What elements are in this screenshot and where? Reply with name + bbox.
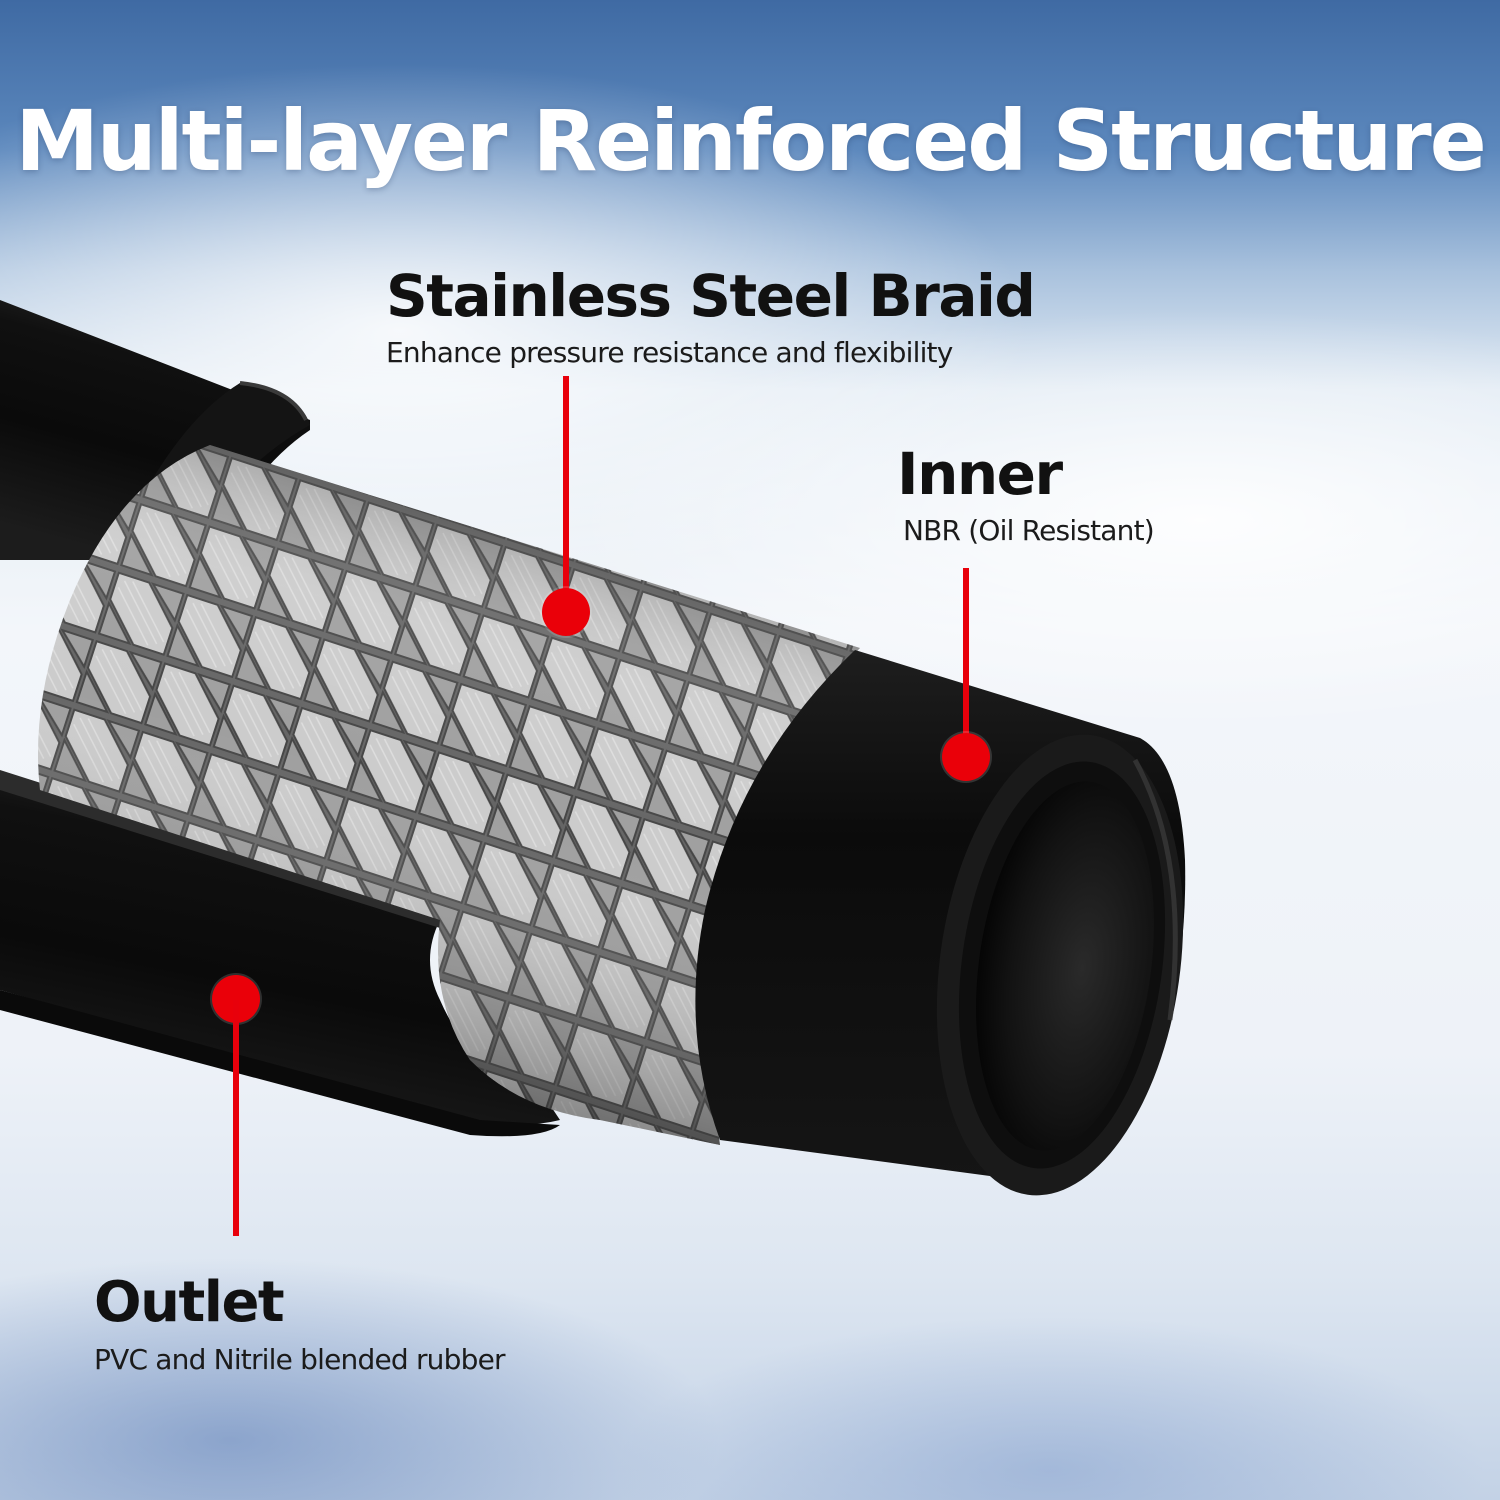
inner-heading: Inner — [897, 440, 1063, 508]
stainless-steel-braid — [38, 445, 860, 1145]
page-title: Multi-layer Reinforced Structure — [15, 92, 1486, 190]
outlet-pointer-line — [233, 1000, 239, 1236]
braid-pointer-line — [563, 376, 569, 608]
braid-pointer-dot — [542, 588, 590, 636]
outlet-heading: Outlet — [94, 1270, 285, 1335]
braid-heading: Stainless Steel Braid — [386, 262, 1036, 330]
outlet-callout: Outlet PVC and Nitrile blended rubber — [94, 1270, 506, 1376]
inner-description: NBR (Oil Resistant) — [903, 514, 1155, 547]
inner-tube — [695, 650, 1186, 1196]
inner-pointer-dot — [942, 733, 990, 781]
inner-pointer-line — [963, 568, 969, 754]
inner-callout: Inner NBR (Oil Resistant) — [897, 440, 1155, 547]
braid-callout: Stainless Steel Braid Enhance pressure r… — [386, 262, 1036, 369]
outlet-description: PVC and Nitrile blended rubber — [94, 1343, 506, 1376]
braid-description: Enhance pressure resistance and flexibil… — [386, 336, 953, 369]
